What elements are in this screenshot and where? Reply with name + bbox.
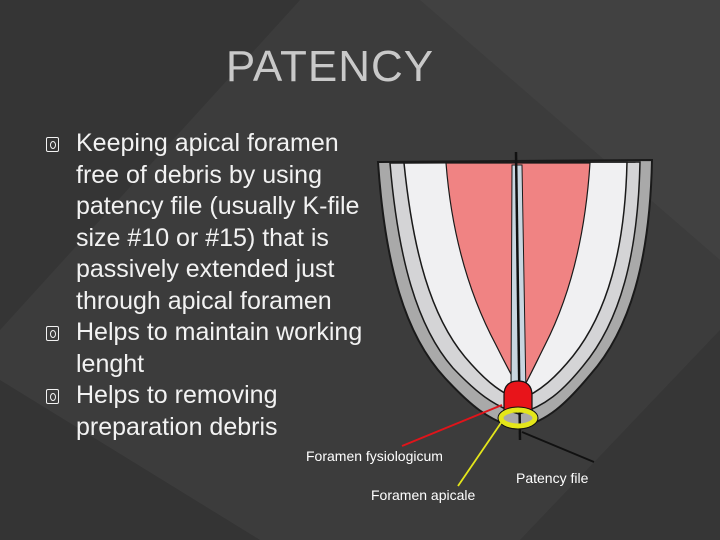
foramen-apicale-outline bbox=[497, 406, 539, 430]
bullet-text: Helps to removing preparation debris bbox=[76, 381, 278, 441]
bullet-item: Helps to removing preparation debris bbox=[46, 380, 386, 443]
label-foramen-apicale: Foramen apicale bbox=[371, 487, 476, 503]
leader-line-fysiologicum bbox=[401, 404, 503, 447]
slide-title: PATENCY bbox=[225, 42, 435, 91]
bullet-list: Keeping apical foramen free of debris by… bbox=[46, 128, 386, 443]
bullet-text: Helps to maintain working lenght bbox=[76, 318, 363, 378]
bullet-text: Keeping apical foramen free of debris by… bbox=[76, 129, 360, 315]
bullet-glyph-icon bbox=[46, 137, 59, 152]
foramen-fysiologicum-marker bbox=[503, 380, 533, 413]
foramen-apicale-marker bbox=[498, 407, 538, 429]
label-patency-file: Patency file bbox=[516, 470, 589, 486]
bullet-glyph-icon bbox=[46, 326, 59, 341]
leader-line-apicale bbox=[457, 419, 504, 487]
leader-line-patency-file bbox=[521, 431, 595, 463]
bullet-item: Keeping apical foramen free of debris by… bbox=[46, 128, 386, 317]
bullet-glyph-icon bbox=[46, 389, 59, 404]
label-foramen-fysiologicum: Foramen fysiologicum bbox=[306, 448, 443, 464]
bullet-item: Helps to maintain working lenght bbox=[46, 317, 386, 380]
